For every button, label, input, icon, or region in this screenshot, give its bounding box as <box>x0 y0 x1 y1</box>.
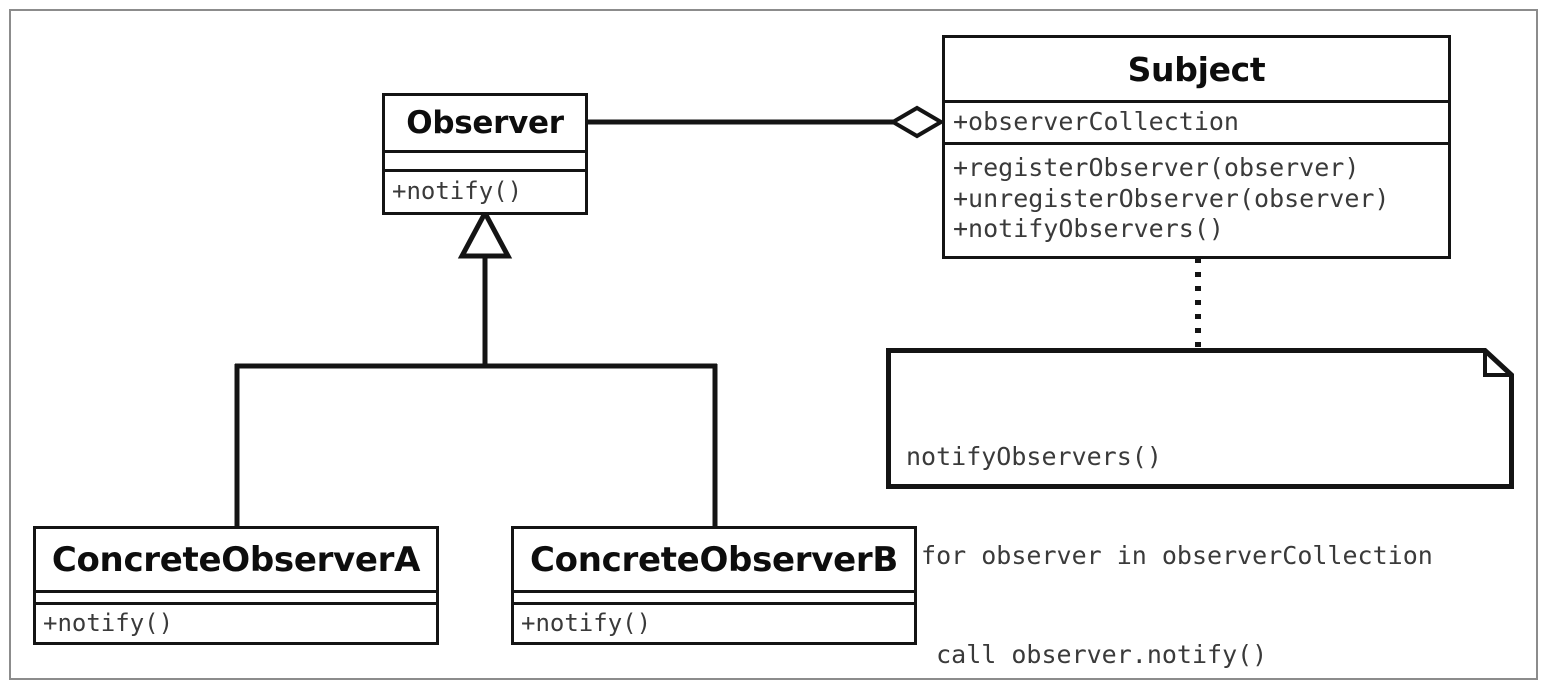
class-name-concrete-observer-b: ConcreteObserverB <box>530 539 898 580</box>
operation-item: +notify() <box>521 608 652 637</box>
uml-class-concrete-observer-b[interactable]: ConcreteObserverB +notify() <box>511 526 917 645</box>
note-fold-corner-icon <box>1483 350 1512 377</box>
generalization-connector <box>234 207 718 528</box>
attribute-item: +observerCollection <box>953 107 1239 137</box>
class-name-concrete-observer-a: ConcreteObserverA <box>51 539 421 580</box>
operation-item: +notifyObservers() <box>953 214 1224 244</box>
note-body <box>886 348 1514 489</box>
note-body-text: notifyObservers() for observer in observ… <box>906 374 1433 692</box>
class-name-observer: Observer <box>406 105 564 141</box>
uml-class-concrete-observer-a[interactable]: ConcreteObserverA +notify() <box>33 526 439 645</box>
operations-compartment-concrete-observer-a: +notify() <box>36 602 436 642</box>
attributes-compartment-concrete-observer-a <box>36 590 436 602</box>
operation-item: +notify() <box>43 608 174 637</box>
operations-compartment-concrete-observer-b: +notify() <box>514 602 914 642</box>
operations-compartment-observer: +notify() <box>385 169 585 212</box>
note-line: call observer.notify() <box>906 640 1268 669</box>
operation-item: +registerObserver(observer) <box>953 153 1360 183</box>
attributes-compartment-concrete-observer-b <box>514 590 914 602</box>
operation-item: +unregisterObserver(observer) <box>953 183 1390 213</box>
uml-note-notify-observers[interactable]: notifyObservers() for observer in observ… <box>886 348 1514 669</box>
uml-class-subject[interactable]: Subject +observerCollection +registerObs… <box>942 35 1451 259</box>
class-name-subject: Subject <box>1127 49 1266 89</box>
attributes-compartment-subject: +observerCollection <box>945 100 1448 142</box>
operation-item: +notify() <box>392 177 523 206</box>
attributes-compartment-observer <box>385 150 585 169</box>
note-line: for observer in observerCollection <box>906 541 1433 570</box>
hollow-triangle-marker <box>457 207 513 259</box>
note-line: notifyObservers() <box>906 442 1162 471</box>
note-shape <box>886 348 1514 489</box>
hollow-diamond-marker <box>889 105 945 139</box>
uml-class-observer[interactable]: Observer +notify() <box>382 93 588 215</box>
operations-compartment-subject: +registerObserver(observer) +unregisterO… <box>945 142 1448 253</box>
aggregation-connector <box>588 105 945 139</box>
